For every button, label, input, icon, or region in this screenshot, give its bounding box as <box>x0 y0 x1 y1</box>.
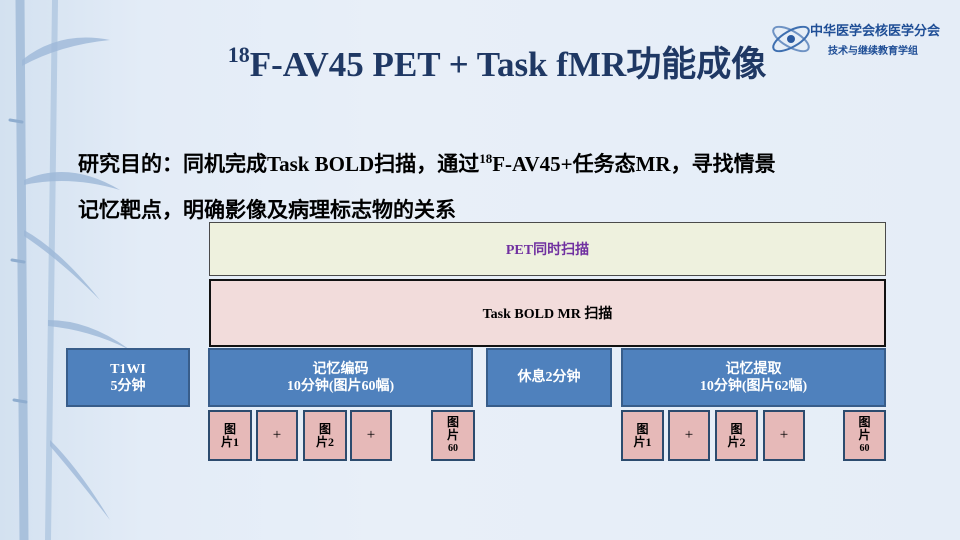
logo-line1: 中华医学会核医学分会 <box>810 24 941 39</box>
encode-fixation-2: + <box>350 410 392 461</box>
block-sublabel: 10分钟(图片62幅) <box>699 378 808 394</box>
retrieve-image-2: 图片2 <box>715 410 758 461</box>
encode-fixation-1: + <box>256 410 298 461</box>
item-text: 60 <box>859 443 870 454</box>
slide-title: 18F-AV45 PET + Task fMR功能成像 <box>0 36 960 87</box>
block-sublabel: 10分钟(图片60幅) <box>286 378 395 394</box>
item-text: 片1 <box>220 434 239 449</box>
objective-line-1: 研究目的：同机完成Task BOLD扫描，通过18F-AV45+任务态MR，寻找… <box>78 148 776 178</box>
item-text: 图 <box>223 421 236 436</box>
item-text: 片2 <box>727 434 746 449</box>
objective-sup: 18 <box>479 151 493 166</box>
item-text: 片 <box>446 428 459 442</box>
objective-line-2: 记忆靶点，明确影像及病理标志物的关系 <box>78 198 456 222</box>
item-text: 60 <box>448 443 458 454</box>
block-label: T1WI <box>110 361 146 377</box>
retrieve-fixation-2: + <box>763 410 805 461</box>
retrieve-fixation-1: + <box>668 410 710 461</box>
block-rest: 休息2分钟 <box>486 348 612 407</box>
title-text: F-AV45 PET + Task fMR功能成像 <box>249 45 767 84</box>
item-text: 片2 <box>315 434 334 449</box>
society-logo: 中华医学会核医学分会 技术与继续教育学组 <box>768 14 948 62</box>
item-text: 片1 <box>633 434 652 449</box>
objective-text-b: F-AV45+任务态MR，寻找情景 <box>492 152 776 176</box>
objective-text-a: 研究目的：同机完成Task BOLD扫描，通过 <box>78 152 480 176</box>
block-label: 记忆提取 <box>725 361 782 377</box>
item-text: 图 <box>446 415 459 429</box>
encode-image-1: 图片1 <box>208 410 252 461</box>
item-text: 图 <box>858 415 871 429</box>
encode-image-2: 图片2 <box>303 410 347 461</box>
block-sublabel: 5分钟 <box>110 378 146 394</box>
title-superscript: 18 <box>227 42 250 67</box>
retrieve-image-1: 图片1 <box>621 410 664 461</box>
item-text: 图 <box>730 421 743 436</box>
bamboo-decoration <box>8 0 130 540</box>
item-text: 图 <box>318 421 331 436</box>
atom-logo-icon <box>772 25 810 53</box>
task-bold-bar: Task BOLD MR 扫描 <box>209 279 886 347</box>
item-text: 片 <box>858 428 871 442</box>
logo-line2: 技术与继续教育学组 <box>828 46 918 57</box>
item-text: 图 <box>636 421 649 436</box>
pet-scan-bar: PET同时扫描 <box>209 222 886 276</box>
block-label: 休息2分钟 <box>517 370 581 385</box>
block-label: 记忆编码 <box>312 361 369 377</box>
